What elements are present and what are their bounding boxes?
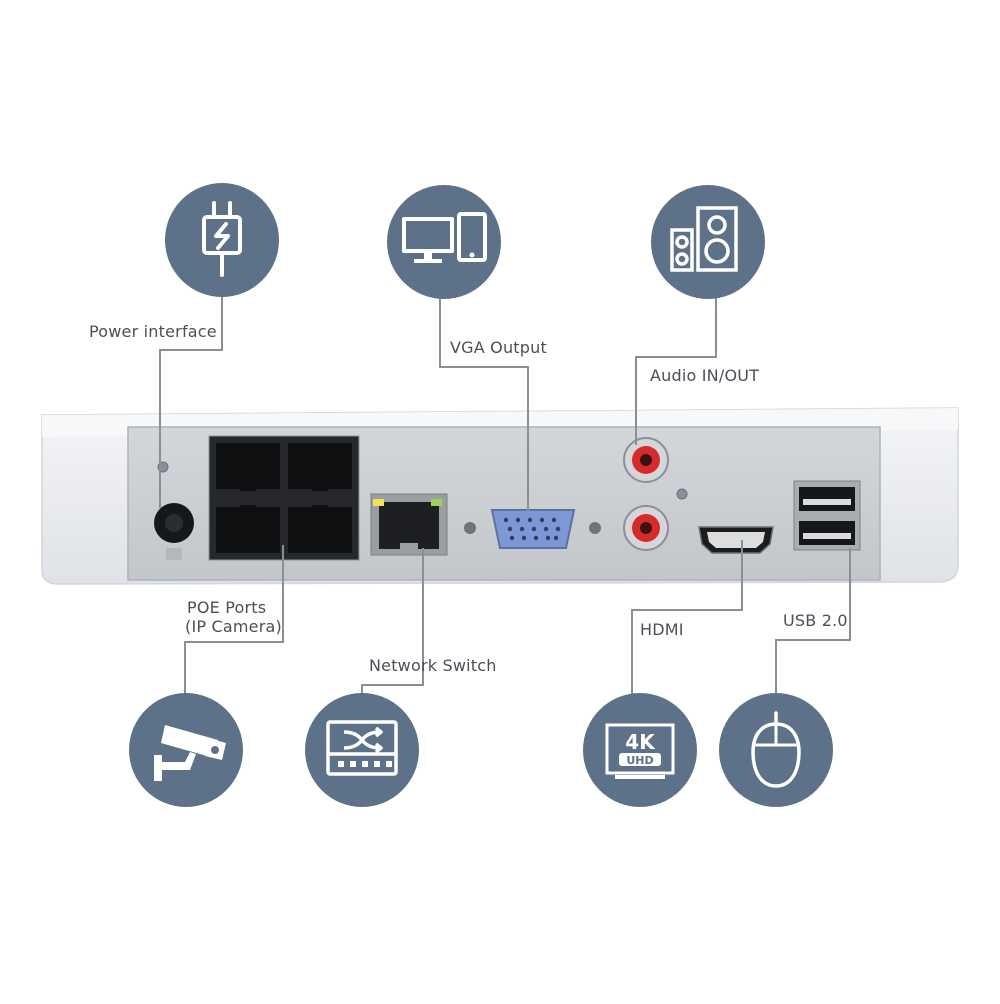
vga-port: [464, 509, 601, 549]
usb-ports: [793, 480, 861, 551]
security-camera-icon: [129, 693, 243, 807]
audio-jacks: [623, 437, 688, 551]
poe-ports: [208, 435, 360, 561]
audio-in-out-label: Audio IN/OUT: [650, 366, 760, 385]
speakers-icon: [651, 185, 765, 299]
mouse-icon: [719, 693, 833, 807]
network-switch-icon: [305, 693, 419, 807]
poe-ports-label: POE Ports: [187, 598, 267, 617]
network-switch-label: Network Switch: [369, 656, 497, 675]
ethernet-port: [370, 493, 448, 556]
power-port: [154, 461, 194, 560]
four-k-text: 4K: [625, 730, 656, 754]
hdmi-port: [698, 526, 774, 554]
monitor-tablet-icon: [387, 185, 501, 299]
hdmi-label: HDMI: [640, 620, 684, 639]
power-plug-icon: [165, 183, 279, 297]
usb-label: USB 2.0: [783, 611, 848, 630]
poe-ports-ip-camera-label: (IP Camera): [185, 617, 282, 636]
uhd-text: UHD: [626, 754, 653, 767]
vga-output-label: VGA Output: [450, 338, 547, 357]
4k-uhd-icon: 4K UHD: [583, 693, 697, 807]
callout-lines: [159, 285, 851, 698]
power-interface-label: Power interface: [89, 322, 217, 341]
